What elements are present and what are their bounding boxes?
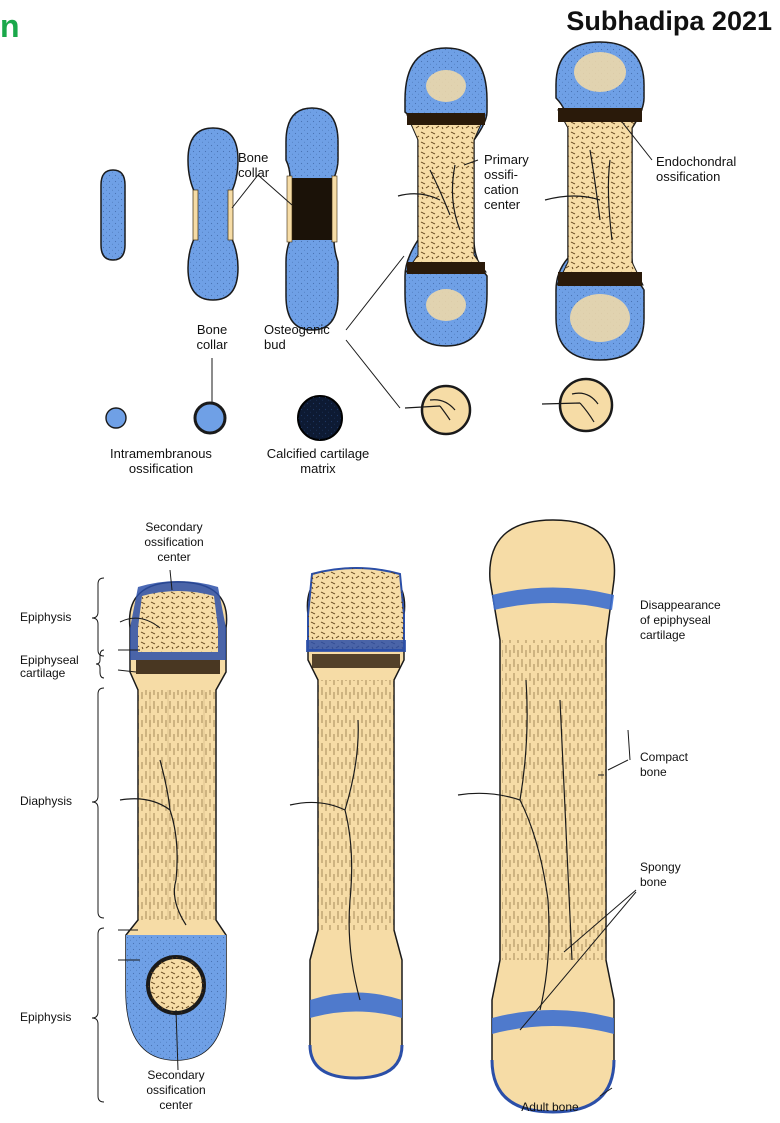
- adult-bone: [458, 520, 614, 1112]
- label-epiphysis-bottom: Epiphysis: [20, 1010, 71, 1025]
- cross-section-endochondral: [542, 379, 612, 431]
- primary-ossification-bone: [398, 48, 487, 346]
- cartilage-model-stage-2: [188, 128, 238, 300]
- label-diaphysis: Diaphysis: [20, 794, 72, 809]
- label-bone-collar-mid: Bone collar: [184, 322, 240, 352]
- bone-stage-A: [118, 581, 227, 1060]
- label-compact-bone: Compact bone: [640, 750, 688, 780]
- cartilage-model-stage-1: [101, 170, 125, 260]
- label-disappearance-epiphyseal-cartilage: Disappearance of epiphyseal cartilage: [640, 598, 721, 643]
- endochondral-ossification-bone: [545, 42, 644, 360]
- label-epiphyseal-cartilage: Epiphyseal cartilage: [20, 654, 79, 680]
- cross-section-osteogenic-bud: [405, 386, 470, 434]
- cross-section-calcified-matrix: [298, 396, 342, 440]
- label-epiphysis-top: Epiphysis: [20, 610, 71, 625]
- label-secondary-center-top: Secondary ossification center: [124, 520, 224, 565]
- region-brackets: [92, 578, 104, 1102]
- label-spongy-bone: Spongy bone: [640, 860, 681, 890]
- label-primary-ossification-center: Primary ossifi- cation center: [484, 152, 529, 212]
- cross-section-bone-collar: [195, 403, 225, 433]
- label-adult-bone: Adult bone: [500, 1100, 600, 1115]
- label-secondary-center-bottom: Secondary ossification center: [126, 1068, 226, 1113]
- cartilage-model-stage-3: [286, 108, 338, 330]
- label-bone-collar-top: Bone collar: [238, 150, 269, 180]
- bone-stage-B: [290, 568, 406, 1078]
- label-calcified-cartilage-matrix: Calcified cartilage matrix: [248, 446, 388, 476]
- label-endochondral-ossification: Endochondral ossification: [656, 154, 736, 184]
- label-intramembranous-ossification: Intramembranous ossification: [96, 446, 226, 476]
- label-osteogenic-bud: Osteogenic bud: [264, 322, 330, 352]
- cross-section-intramembranous: [106, 408, 126, 428]
